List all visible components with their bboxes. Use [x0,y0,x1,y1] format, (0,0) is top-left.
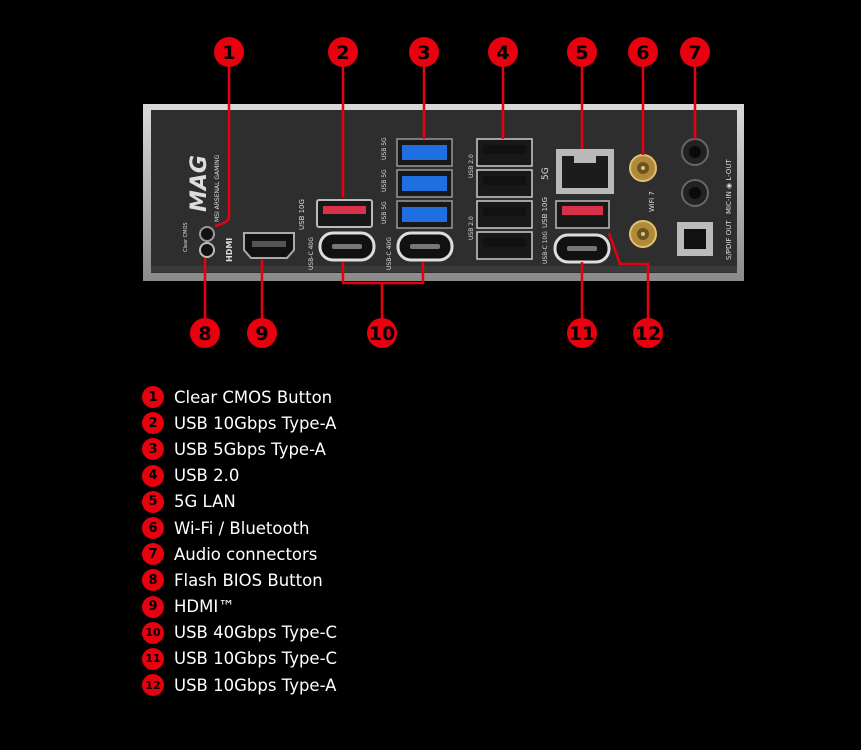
svg-text:USB 10G: USB 10G [298,199,306,230]
legend-item: 7 Audio connectors [142,541,337,567]
usb-10g-type-a-left: USB 10G [298,199,373,230]
legend-number: 2 [142,412,164,435]
svg-text:3: 3 [417,42,430,64]
svg-text:USB 2.0: USB 2.0 [468,154,475,178]
legend-item: 1 Clear CMOS Button [142,384,337,410]
legend-label: Wi-Fi / Bluetooth [174,518,310,538]
svg-text:5G: 5G [541,167,551,180]
legend-label: USB 10Gbps Type-A [174,413,337,433]
legend-number: 11 [142,647,164,670]
flash-bios-button[interactable] [199,242,215,258]
svg-text:5: 5 [575,42,588,64]
usb-10g-type-a-right: USB 10G [541,197,610,229]
legend-number: 9 [142,595,164,618]
spdif-port: S/PDIF OUT [677,220,733,260]
legend-number: 4 [142,464,164,487]
legend-number: 12 [142,674,164,697]
usb-c-40g-left: USB-C 40G [308,231,376,270]
clear-cmos-button[interactable] [199,226,215,242]
clear-cmos-label: Clear CMOS [183,222,189,252]
audio-jacks: MIC-IN ◉ L-OUT [681,138,733,214]
legend-item: 10 USB 40Gbps Type-C [142,620,337,646]
svg-text:USB-C 40G: USB-C 40G [308,237,315,270]
legend-item: 8 Flash BIOS Button [142,567,337,593]
legend-number: 6 [142,517,164,540]
legend-number: 3 [142,438,164,461]
usb-c-40g-right: USB-C 40G [386,231,454,270]
legend-label: USB 5Gbps Type-A [174,439,326,459]
brand-logo: MAG MSI ARSENAL GAMING [187,154,221,222]
svg-text:9: 9 [255,323,268,345]
svg-text:USB-C 40G: USB-C 40G [386,237,393,270]
svg-text:12: 12 [635,323,661,345]
svg-text:MIC-IN ◉ L-OUT: MIC-IN ◉ L-OUT [725,158,733,214]
svg-text:HDMI: HDMI [225,238,234,262]
legend-number: 7 [142,543,164,566]
legend-label: USB 10Gbps Type-C [174,649,338,669]
svg-text:1: 1 [222,42,235,64]
svg-text:USB-C 10G: USB-C 10G [542,231,549,264]
badge-7: 7 [680,37,710,67]
badge-2: 2 [328,37,358,67]
badge-12: 12 [633,318,663,348]
badge-5: 5 [567,37,597,67]
legend-item: 3 USB 5Gbps Type-A [142,436,337,462]
legend-item: 2 USB 10Gbps Type-A [142,410,337,436]
svg-text:8: 8 [198,323,211,345]
legend-label: Flash BIOS Button [174,570,323,590]
legend-number: 10 [142,621,164,644]
svg-text:4: 4 [496,42,509,64]
usb-5g-stack: USB 5G USB 5G USB 5G [381,137,453,229]
legend-item: 11 USB 10Gbps Type-C [142,646,337,672]
svg-text:6: 6 [636,42,649,64]
legend-number: 5 [142,490,164,513]
svg-text:USB 2.0: USB 2.0 [468,216,475,240]
badge-6: 6 [628,37,658,67]
badge-3: 3 [409,37,439,67]
lan-port: 5G [541,149,614,194]
legend-label: 5G LAN [174,492,236,512]
badge-8: 8 [190,318,220,348]
badge-1: 1 [214,37,244,67]
usb-c-10g-port: USB-C 10G [542,231,611,264]
badge-10: 10 [367,318,397,348]
hdmi-port: HDMI [225,232,295,262]
legend-number: 1 [142,386,164,409]
svg-text:USB 5G: USB 5G [381,169,388,192]
io-panel-diagram: MAG MSI ARSENAL GAMING Clear CMOS HDMI U… [143,37,744,348]
legend-item: 4 USB 2.0 [142,463,337,489]
svg-text:MSI ARSENAL GAMING: MSI ARSENAL GAMING [214,154,221,222]
wifi-antenna-connectors: WiFi 7 [629,154,657,248]
legend-label: USB 40Gbps Type-C [174,623,338,643]
legend-label: Clear CMOS Button [174,387,333,407]
badge-4: 4 [488,37,518,67]
legend-label: HDMI™ [174,597,235,617]
svg-text:S/PDIF OUT: S/PDIF OUT [725,220,733,260]
badge-9: 9 [247,318,277,348]
svg-text:11: 11 [569,323,595,345]
legend-label: USB 2.0 [174,466,240,486]
legend-number: 8 [142,569,164,592]
badge-11: 11 [567,318,597,348]
svg-text:WiFi 7: WiFi 7 [648,191,656,212]
usb-2-stack: USB 2.0 USB 2.0 [468,138,533,260]
svg-text:MAG: MAG [187,155,212,212]
legend-item: 12 USB 10Gbps Type-A [142,672,337,698]
svg-text:7: 7 [688,42,701,64]
svg-text:USB 5G: USB 5G [381,137,388,160]
legend-item: 6 Wi-Fi / Bluetooth [142,515,337,541]
legend-label: Audio connectors [174,544,318,564]
svg-text:USB 10G: USB 10G [541,197,549,228]
svg-text:2: 2 [336,42,349,64]
svg-text:10: 10 [369,323,395,345]
legend-item: 9 HDMI™ [142,594,337,620]
legend-label: USB 10Gbps Type-A [174,675,337,695]
legend-item: 5 5G LAN [142,489,337,515]
svg-text:USB 5G: USB 5G [381,201,388,224]
callout-lines [203,66,697,318]
